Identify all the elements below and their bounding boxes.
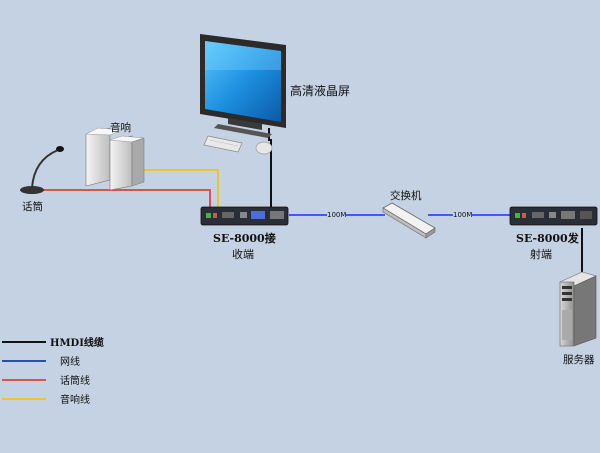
- speaker-label: 音响: [110, 122, 131, 134]
- switch-icon: [382, 202, 436, 239]
- legend-swatch-network: [2, 360, 46, 362]
- sender-device-icon: [509, 206, 598, 226]
- switch-label: 交换机: [390, 190, 422, 202]
- sender-label-line1: SE-8000发: [516, 232, 579, 245]
- legend-swatch-hdmi: [2, 341, 46, 343]
- mic-cable: [40, 189, 211, 207]
- mouse-icon: [255, 141, 273, 155]
- lcd-label: 高清液晶屏: [290, 84, 351, 98]
- sender-label-line2: 射端: [530, 248, 552, 261]
- speaker-icon: [85, 127, 145, 191]
- keyboard-icon: [203, 135, 243, 153]
- receiver-label-line2: 收端: [232, 248, 254, 261]
- server-label: 服务器: [563, 354, 595, 366]
- receiver-label-line1: SE-8000接: [213, 232, 276, 245]
- legend-label-mic: 话筒线: [60, 376, 90, 387]
- legend-label-hdmi: HMDI线缆: [50, 338, 104, 349]
- lcd-monitor-icon: [200, 34, 286, 138]
- hdmi-cable: [268, 128, 272, 207]
- microphone-icon: [20, 146, 64, 194]
- receiver-device-icon: [200, 206, 289, 226]
- audio-cable: [143, 169, 219, 207]
- link-speed-left: 100M: [327, 211, 347, 219]
- legend-swatch-audio: [2, 398, 46, 400]
- legend-label-network: 网线: [60, 357, 80, 368]
- server-icon: [559, 271, 597, 347]
- link-speed-right: 100M: [453, 211, 473, 219]
- mic-label: 话筒: [22, 201, 43, 213]
- legend-label-audio: 音响线: [60, 395, 90, 406]
- legend-swatch-mic: [2, 379, 46, 381]
